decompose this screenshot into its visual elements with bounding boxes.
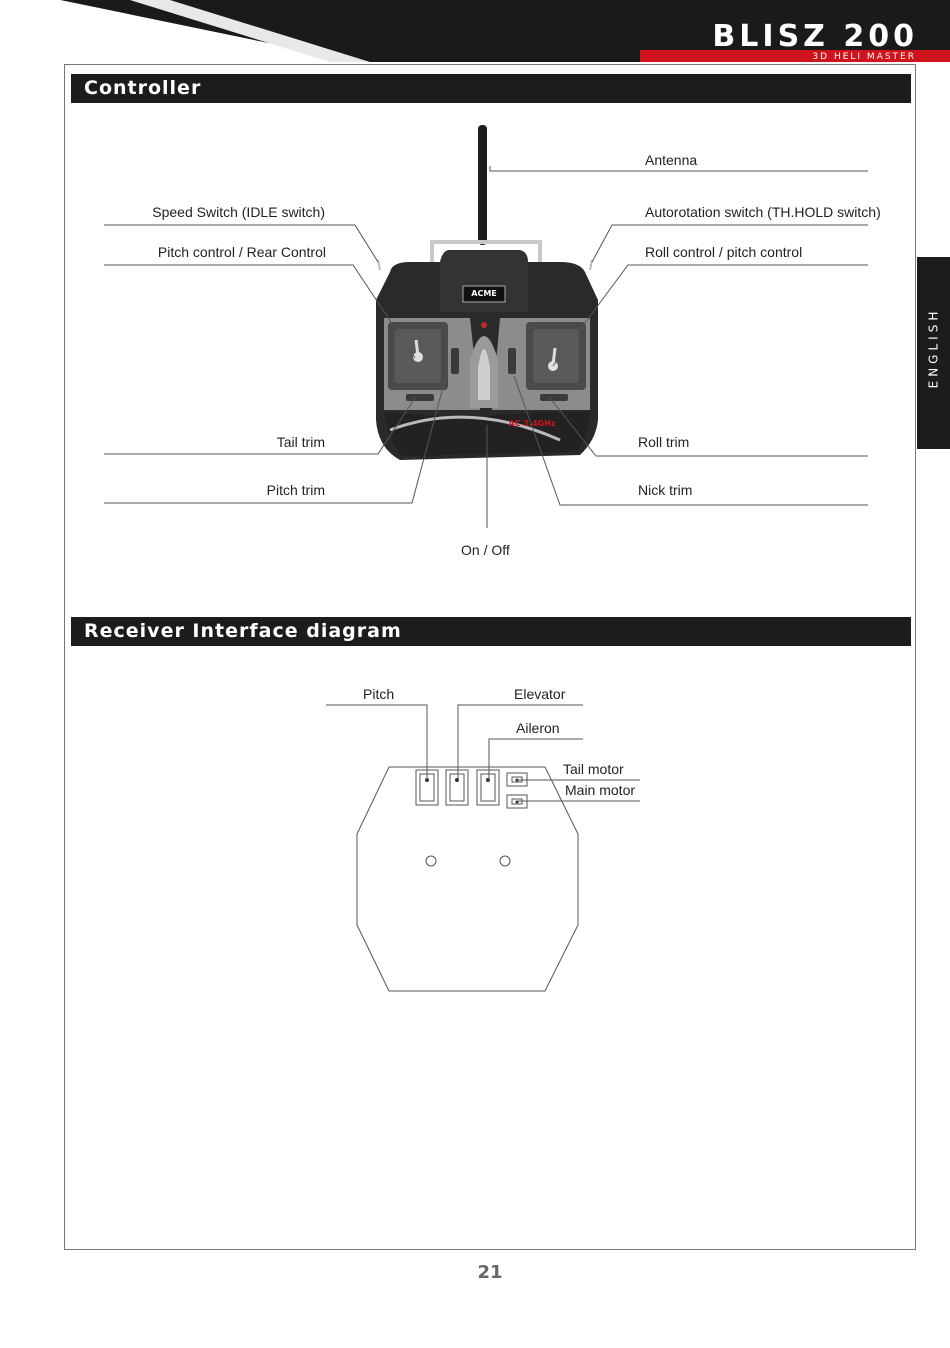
brand-subtitle: 3D HELI MASTER bbox=[812, 52, 916, 62]
label-pitch-control: Pitch control / Rear Control bbox=[157, 244, 326, 260]
receiver-diagram bbox=[326, 704, 640, 992]
label-pitch: Pitch bbox=[363, 686, 395, 702]
label-elevator: Elevator bbox=[514, 686, 566, 702]
label-speed-switch: Speed Switch (IDLE switch) bbox=[152, 204, 325, 220]
device-logo: ACME bbox=[471, 289, 497, 298]
label-main-motor: Main motor bbox=[565, 782, 636, 798]
label-pitch-trim: Pitch trim bbox=[266, 482, 325, 498]
label-tail-trim: Tail trim bbox=[276, 434, 325, 450]
language-tab: ENGLISH bbox=[917, 257, 950, 449]
brand-logo: BLISZ 200 bbox=[712, 19, 918, 54]
label-roll-trim: Roll trim bbox=[638, 434, 690, 450]
controller-illustration: ACME AC 2.4GHz bbox=[104, 125, 868, 528]
header-banner bbox=[0, 0, 950, 62]
page-frame bbox=[64, 64, 916, 1250]
receiver-section-title: Receiver Interface diagram bbox=[71, 617, 911, 646]
label-tail-motor: Tail motor bbox=[563, 761, 624, 777]
controller-section-title: Controller bbox=[71, 74, 911, 103]
label-autorotation-switch: Autorotation switch (TH.HOLD switch) bbox=[645, 204, 881, 220]
page-number: 21 bbox=[477, 1262, 503, 1283]
label-nick-trim: Nick trim bbox=[638, 482, 693, 498]
label-aileron: Aileron bbox=[516, 720, 560, 736]
label-on-off: On / Off bbox=[461, 542, 510, 558]
label-antenna: Antenna bbox=[645, 152, 698, 168]
svg-text:AC 2.4GHz: AC 2.4GHz bbox=[509, 419, 556, 428]
label-roll-control: Roll control / pitch control bbox=[645, 244, 803, 260]
